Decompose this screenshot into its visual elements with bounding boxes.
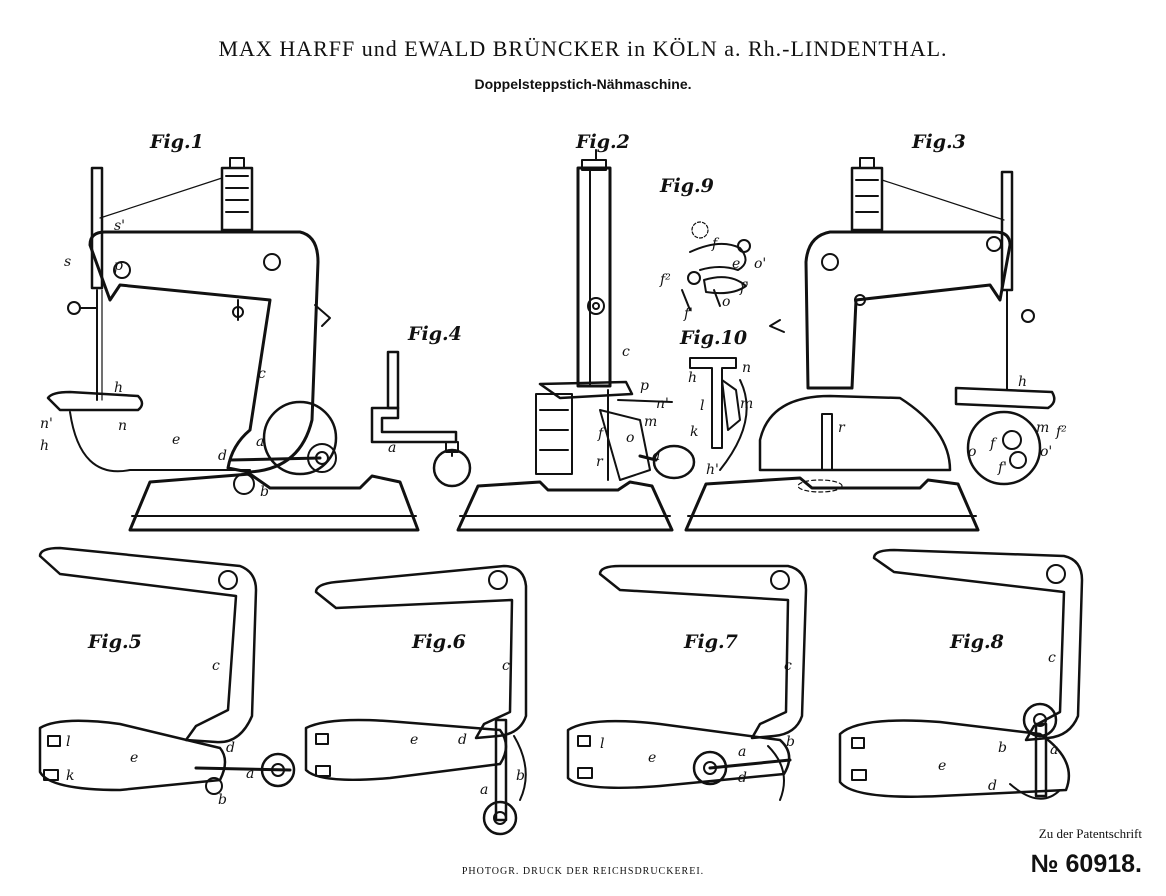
fig2-part-r: r — [596, 454, 604, 470]
fig3-part-o1: o' — [1040, 444, 1052, 460]
fig9-part-e: e — [732, 256, 740, 272]
fig1-part-n1: n' — [40, 416, 53, 432]
fig3-part-f1: f' — [997, 460, 1007, 476]
fig2-part-c: c — [622, 344, 630, 360]
fig6-part-a: a — [480, 782, 488, 798]
fig5-part-a: a — [246, 766, 254, 782]
fig1-machine-side-view — [48, 158, 418, 530]
fig3-part-r: r — [838, 420, 846, 436]
fig8-part-c: c — [1048, 650, 1056, 666]
fig2-label: Fig.2 — [575, 131, 630, 153]
fig3-part-o: o — [968, 444, 976, 460]
patent-note: Zu der Patentschrift — [1039, 826, 1142, 842]
fig10-part-n: n — [742, 360, 751, 376]
fig9-part-o1: o' — [754, 256, 766, 272]
fig7-part-a: a — [738, 744, 746, 760]
fig7-lever-arm-position-3 — [568, 566, 806, 800]
fig1-part-e: e — [172, 432, 180, 448]
fig2-part-a: a — [652, 448, 660, 464]
fig6-label: Fig.6 — [411, 631, 466, 653]
fig10-part-k: k — [690, 424, 698, 440]
fig3-part-f2: f² — [1055, 424, 1067, 440]
fig1-part-s: s — [64, 254, 71, 270]
fig10-part-h: h — [688, 370, 697, 386]
fig1-part-b: b — [260, 484, 269, 500]
fig5-part-c: c — [212, 658, 220, 674]
fig6-part-b: b — [516, 768, 525, 784]
fig7-part-d: d — [738, 770, 747, 786]
fig9-part-o: o — [722, 294, 730, 310]
fig7-label: Fig.7 — [683, 631, 738, 653]
fig10-label: Fig.10 — [679, 327, 747, 349]
fig9-part-f-lower: f' — [683, 306, 693, 322]
fig1-part-d: d — [218, 448, 227, 464]
fig1-part-h-lower: h — [40, 438, 49, 454]
fig3-part-f: f — [989, 436, 998, 452]
fig7-part-b: b — [786, 734, 795, 750]
fig5-part-k: k — [66, 768, 74, 784]
fig3-part-h: h — [1018, 374, 1027, 390]
fig7-part-e: e — [648, 750, 656, 766]
fig6-part-c: c — [502, 658, 510, 674]
fig6-part-d: d — [458, 732, 467, 748]
fig9-part-f1: f' — [739, 280, 749, 296]
fig1-part-s1: s' — [114, 218, 125, 234]
fig7-part-c: c — [784, 658, 792, 674]
fig5-part-l: l — [66, 734, 70, 750]
fig2-machine-front-view — [458, 150, 694, 530]
fig8-part-e: e — [938, 758, 946, 774]
fig3-part-m: m — [1036, 420, 1049, 436]
fig7-part-l: l — [600, 736, 604, 752]
fig8-label: Fig.8 — [949, 631, 1004, 653]
fig5-label: Fig.5 — [87, 631, 142, 653]
fig10-part-l: l — [700, 398, 704, 414]
fig8-lever-arm-position-4 — [840, 550, 1082, 799]
fig2-part-m: m — [644, 414, 657, 430]
fig8-part-d: d — [988, 778, 997, 794]
fig2-part-o: o — [626, 430, 634, 446]
fig4-label: Fig.4 — [407, 323, 462, 345]
fig1-part-h: h — [114, 380, 123, 396]
fig1-part-a: a — [256, 434, 264, 450]
fig6-part-e: e — [410, 732, 418, 748]
fig8-part-b: b — [998, 740, 1007, 756]
fig5-part-b: b — [218, 792, 227, 808]
fig1-part-n: n — [118, 418, 127, 434]
fig4-part-a: a — [388, 440, 396, 456]
patent-number: № 60918. — [1031, 850, 1142, 879]
fig10-thread-guide-detail — [690, 358, 747, 470]
fig5-part-d: d — [226, 740, 235, 756]
fig9-label: Fig.9 — [659, 175, 714, 197]
fig3-label: Fig.3 — [911, 131, 966, 153]
print-credit: PHOTOGR. DRUCK DER REICHSDRUCKEREI. — [0, 866, 1166, 877]
fig5-lever-arm-position-1 — [40, 548, 294, 794]
fig2-part-p: p — [640, 378, 649, 394]
fig10-part-m: m — [740, 396, 753, 412]
fig10-part-h1: h' — [706, 462, 719, 478]
fig8-part-a: a — [1050, 742, 1058, 758]
fig4-crank-handle — [372, 352, 470, 486]
fig6-lever-arm-position-2 — [306, 566, 526, 834]
fig1-part-p: p — [114, 258, 123, 274]
fig1-part-c: c — [258, 366, 266, 382]
fig2-part-n1: n' — [656, 396, 669, 412]
fig5-part-e: e — [130, 750, 138, 766]
fig9-part-f2: f² — [659, 272, 671, 288]
fig1-label: Fig.1 — [149, 131, 204, 153]
